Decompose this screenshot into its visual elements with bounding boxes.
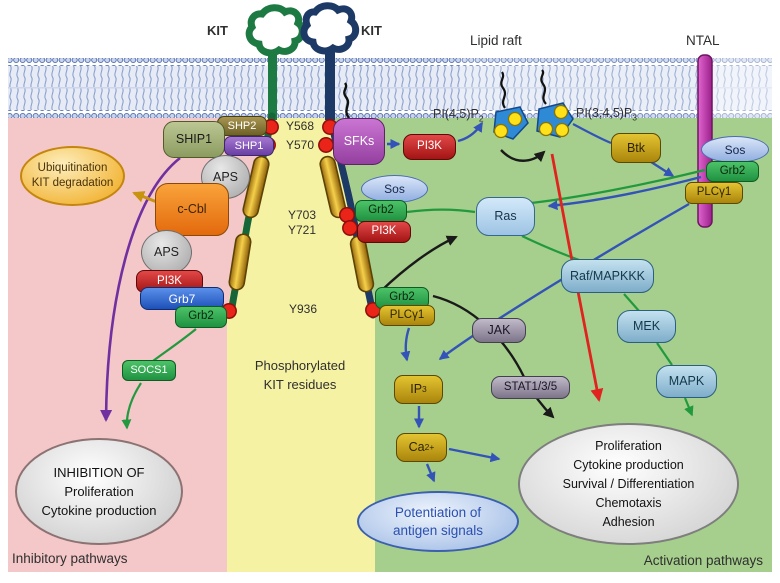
pip2-molecule: [493, 71, 529, 140]
node-ras: Ras: [476, 197, 535, 236]
node-pi3k-mid: PI3K: [357, 221, 411, 243]
kit-right-label: KIT: [361, 23, 382, 38]
node-mapk: MAPK: [656, 365, 717, 398]
node-plcg1-y936: PLCγ1: [379, 305, 435, 326]
pip3-molecule: [536, 69, 574, 138]
ubiquitination-ellipse: Ubiquitination KIT degradation: [20, 146, 125, 206]
node-plcg1-ntal: PLCγ1: [685, 182, 743, 204]
lipid-raft-label: Lipid raft: [470, 33, 522, 48]
pip2-label: PI(4,5)P2: [433, 107, 484, 124]
node-sos-ntal: Sos: [701, 136, 769, 163]
kinase-domains: [228, 155, 375, 293]
node-sfks: SFKs: [333, 118, 385, 165]
residue-y936: Y936: [289, 302, 318, 316]
potentiation-ellipse: Potentiation of antigen signals: [357, 491, 519, 552]
inhibition-outcome-ellipse: INHIBITION OF Proliferation Cytokine pro…: [15, 438, 183, 545]
node-grb2-ntal: Grb2: [706, 161, 759, 182]
node-raf-mapkkk: Raf/MAPKKK: [561, 259, 654, 293]
node-mek: MEK: [617, 310, 676, 343]
residue-y568: Y568: [286, 119, 315, 133]
activation-outcome-ellipse: Proliferation Cytokine production Surviv…: [518, 423, 739, 545]
phospho-region-label: Phosphorylated KIT residues: [254, 358, 346, 392]
inhibitory-pathways-label: Inhibitory pathways: [12, 551, 128, 566]
plasma-membrane: [8, 58, 772, 118]
node-shp1: SHP1: [224, 136, 274, 156]
node-socs1: SOCS1: [122, 360, 176, 381]
node-grb2-mid: Grb2: [355, 200, 407, 222]
node-sos-mid: Sos: [361, 175, 428, 203]
node-ship1: SHIP1: [163, 121, 225, 158]
node-stat135: STAT1/3/5: [491, 376, 570, 399]
kit-left-label: KIT: [207, 23, 228, 38]
node-c-cbl: c-Cbl: [155, 183, 229, 236]
node-aps-lower: APS: [141, 230, 192, 275]
ntal-label: NTAL: [686, 33, 720, 48]
residue-y570: Y570: [286, 138, 315, 152]
node-pi3k-top: PI3K: [403, 134, 456, 160]
residue-y721: Y721: [288, 223, 317, 237]
pip3-label: PI(3,4,5)P3: [576, 106, 638, 123]
sfks-lipid-anchor: [343, 82, 351, 119]
activation-arrows: [380, 121, 706, 483]
node-grb2-left: Grb2: [175, 306, 227, 328]
node-btk: Btk: [611, 133, 661, 163]
node-jak: JAK: [472, 318, 526, 343]
residue-y703: Y703: [288, 208, 317, 222]
activation-pathways-label: Activation pathways: [643, 553, 763, 568]
